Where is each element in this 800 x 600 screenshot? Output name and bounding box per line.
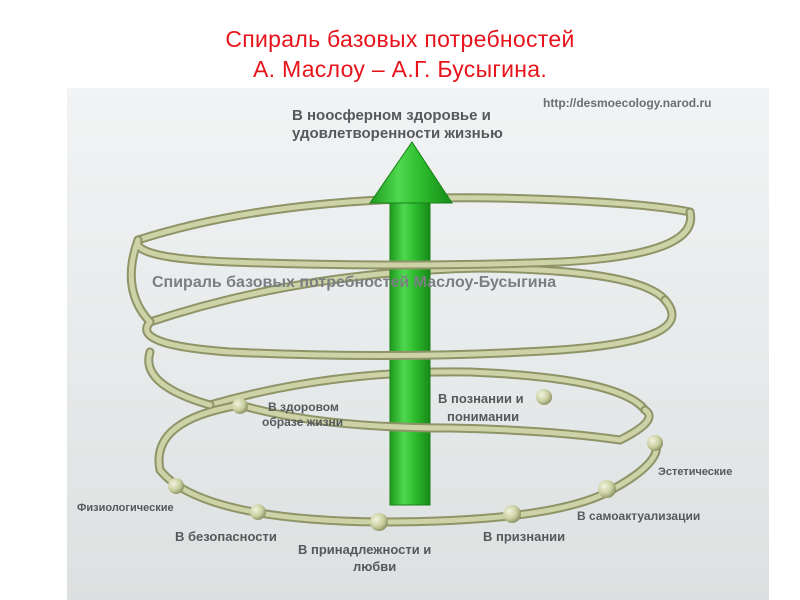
growth-arrow (369, 141, 453, 506)
page-title: Спираль базовых потребностей А. Маслоу –… (0, 24, 800, 84)
node-knowledge (536, 389, 552, 405)
node-aesthetic (647, 435, 663, 451)
spiral-nodes (168, 389, 663, 531)
node-physiological (168, 478, 184, 494)
top-label-line-2: удовлетворенности жизнью (292, 125, 503, 142)
node-belonging (370, 513, 388, 531)
source-url: http://desmoecology.narod.ru (543, 96, 711, 110)
node-recognition (503, 505, 521, 523)
label-health-2: образе жизни (262, 415, 343, 429)
label-belonging-2: любви (353, 559, 396, 574)
label-belonging-1: В принадлежности и (298, 542, 431, 557)
top-label-line-1: В ноосферном здоровье и (292, 107, 491, 124)
node-self-actualization (598, 480, 616, 498)
label-aesthetic: Эстетические (658, 466, 732, 478)
title-line-1: Спираль базовых потребностей (225, 26, 575, 52)
label-knowledge-1: В познании и (438, 391, 524, 406)
label-recognition: В признании (483, 529, 565, 544)
spiral-front (126, 207, 696, 527)
title-line-2: А. Маслоу – А.Г. Бусыгина. (252, 56, 548, 82)
spiral-label: Спираль базовых потребностей Маслоу-Бусы… (152, 274, 556, 291)
label-physiological: Физиологические (77, 502, 174, 514)
node-health (232, 398, 248, 414)
label-self-actualization: В самоактуализации (577, 509, 700, 523)
label-knowledge-2: понимании (447, 409, 519, 424)
node-safety (250, 504, 266, 520)
label-health-1: В здоровом (268, 400, 339, 414)
label-safety: В безопасности (175, 529, 277, 544)
